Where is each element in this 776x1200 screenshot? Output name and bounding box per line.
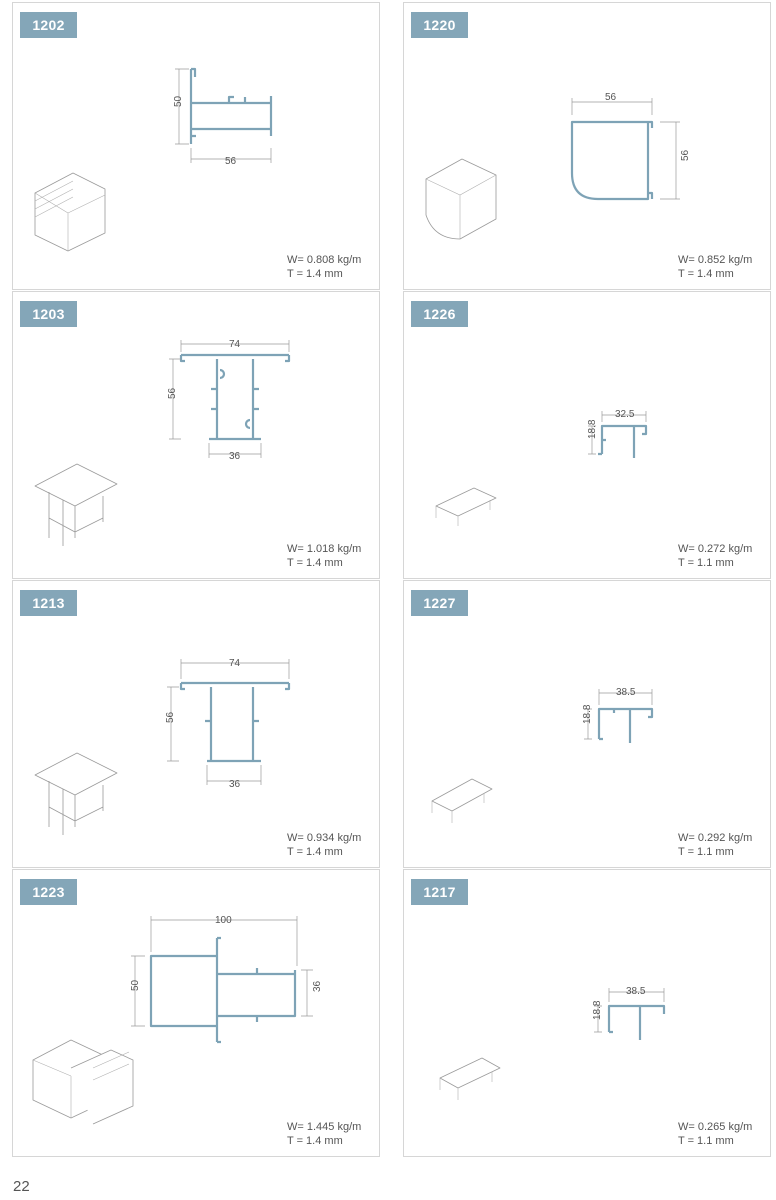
dim-left-height: 50 bbox=[130, 979, 141, 991]
spec-block: W= 0.934 kg/m T = 1.4 mm bbox=[287, 831, 367, 859]
dim-height: 18.8 bbox=[587, 419, 598, 439]
profile-drawing-1202: 50 56 bbox=[34, 67, 273, 252]
profile-card-1227: 1227 38.5 18.8 W= 0.292 kg/m T = 1.1 mm bbox=[403, 580, 771, 868]
profile-code: 1213 bbox=[20, 590, 77, 616]
profile-card-1202: 1202 50 56 W= 0.808 kg/m T = 1.4 mm bbox=[12, 2, 380, 290]
page-number: 22 bbox=[13, 1178, 30, 1195]
dim-width: 38.5 bbox=[616, 687, 636, 698]
profile-code: 1223 bbox=[20, 879, 77, 905]
thickness: T = 1.4 mm bbox=[287, 268, 343, 280]
dim-height: 50 bbox=[173, 95, 184, 107]
dim-width: 32.5 bbox=[615, 409, 635, 420]
profile-drawing-1227: 38.5 18.8 bbox=[431, 687, 654, 823]
dim-width: 56 bbox=[225, 156, 237, 167]
dim-top: 74 bbox=[229, 658, 241, 669]
profile-drawing-1217: 38.5 18.8 bbox=[439, 986, 666, 1100]
weight: W= 1.018 kg/m bbox=[287, 543, 362, 555]
weight: W= 0.808 kg/m bbox=[287, 254, 362, 266]
weight: W= 0.852 kg/m bbox=[678, 254, 753, 266]
dim-height: 56 bbox=[165, 711, 176, 723]
weight: W= 0.292 kg/m bbox=[678, 832, 753, 844]
iso-view bbox=[425, 158, 497, 240]
weight: W= 1.445 kg/m bbox=[287, 1121, 362, 1133]
thickness: T = 1.4 mm bbox=[287, 846, 343, 858]
profile-drawing-1223: 100 50 36 bbox=[32, 915, 323, 1125]
thickness: T = 1.1 mm bbox=[678, 1135, 734, 1147]
profile-code: 1217 bbox=[411, 879, 468, 905]
profile-card-1220: 1220 56 56 W= 0.852 kg/m T = 1.4 mm bbox=[403, 2, 771, 290]
iso-view bbox=[439, 1057, 501, 1100]
thickness: T = 1.1 mm bbox=[678, 846, 734, 858]
profile-card-1213: 1213 74 56 36 W= 0.934 kg/m T = 1.4 mm bbox=[12, 580, 380, 868]
profile-card-1226: 1226 32.5 18.8 W= 0.272 kg/m T = 1.1 mm bbox=[403, 291, 771, 579]
dim-width: 56 bbox=[605, 92, 617, 103]
dim-width: 38.5 bbox=[626, 986, 646, 997]
iso-view bbox=[431, 778, 493, 823]
iso-view bbox=[435, 487, 497, 526]
dim-right-height: 36 bbox=[312, 980, 323, 992]
spec-block: W= 0.808 kg/m T = 1.4 mm bbox=[287, 253, 367, 281]
profile-card-1203: 1203 74 56 36 W= 1.018 kg/m T = 1.4 mm bbox=[12, 291, 380, 579]
profile-card-1217: 1217 38.5 18.8 W= 0.265 kg/m T = 1.1 mm bbox=[403, 869, 771, 1157]
profile-drawing-1226: 32.5 18.8 bbox=[435, 409, 648, 526]
weight: W= 0.272 kg/m bbox=[678, 543, 753, 555]
dim-height: 18.8 bbox=[582, 704, 593, 724]
thickness: T = 1.4 mm bbox=[287, 1135, 343, 1147]
spec-block: W= 1.445 kg/m T = 1.4 mm bbox=[287, 1120, 367, 1148]
iso-view bbox=[34, 172, 106, 252]
spec-block: W= 0.272 kg/m T = 1.1 mm bbox=[678, 542, 758, 570]
profile-code: 1227 bbox=[411, 590, 468, 616]
thickness: T = 1.1 mm bbox=[678, 557, 734, 569]
spec-block: W= 0.292 kg/m T = 1.1 mm bbox=[678, 831, 758, 859]
weight: W= 0.265 kg/m bbox=[678, 1121, 753, 1133]
profile-drawing-1203: 74 56 36 bbox=[34, 339, 291, 546]
thickness: T = 1.4 mm bbox=[678, 268, 734, 280]
profile-code: 1203 bbox=[20, 301, 77, 327]
spec-block: W= 0.265 kg/m T = 1.1 mm bbox=[678, 1120, 758, 1148]
spec-block: W= 0.852 kg/m T = 1.4 mm bbox=[678, 253, 758, 281]
dim-bottom: 36 bbox=[229, 779, 241, 790]
dim-height: 56 bbox=[680, 149, 691, 161]
dim-bottom: 36 bbox=[229, 451, 241, 462]
dim-height: 56 bbox=[167, 387, 178, 399]
profile-code: 1220 bbox=[411, 12, 468, 38]
profile-drawing-1220: 56 56 bbox=[425, 92, 691, 240]
profile-code: 1226 bbox=[411, 301, 468, 327]
iso-view bbox=[34, 463, 118, 546]
weight: W= 0.934 kg/m bbox=[287, 832, 362, 844]
dim-width: 100 bbox=[215, 915, 232, 926]
iso-view bbox=[32, 1039, 134, 1125]
dim-height: 18.8 bbox=[592, 1000, 603, 1020]
profile-card-1223: 1223 100 50 36 W= 1.445 kg/m T = 1.4 mm bbox=[12, 869, 380, 1157]
thickness: T = 1.4 mm bbox=[287, 557, 343, 569]
spec-block: W= 1.018 kg/m T = 1.4 mm bbox=[287, 542, 367, 570]
dim-top: 74 bbox=[229, 339, 241, 350]
iso-view bbox=[34, 752, 118, 835]
profile-code: 1202 bbox=[20, 12, 77, 38]
profile-drawing-1213: 74 56 36 bbox=[34, 658, 291, 835]
